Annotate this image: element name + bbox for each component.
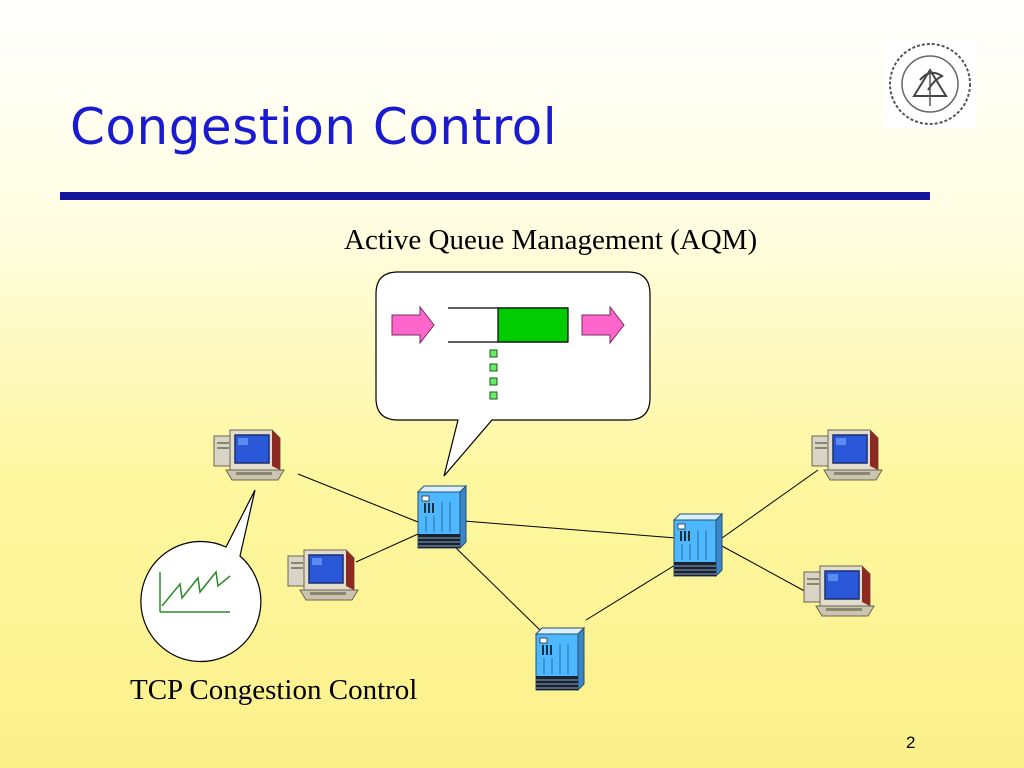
link-router2-pc4 [721,545,811,595]
computer-right-bottom [803,565,875,617]
page-number: 2 [906,733,916,752]
link-pc2-router1 [355,533,419,563]
router-core-left [417,485,467,549]
title-underline [60,192,930,200]
dropped-packet [489,349,498,358]
dropped-packet [489,391,498,400]
slide-title: Congestion Control [70,98,558,156]
link-pc1-router1 [297,473,419,523]
queue-occupied-buffer [497,307,569,343]
link-router3-router2 [585,561,681,621]
link-router2-pc3 [721,469,819,539]
router-core-bottom [535,627,585,691]
tcp-callout-bubble [140,489,262,663]
router-core-right [673,513,723,577]
university-seal-icon [884,40,976,128]
aqm-callout-bubble [375,271,651,477]
incoming-packet-arrow-icon [391,305,435,345]
computer-left-top [213,429,285,481]
outgoing-packet-arrow-icon [581,305,625,345]
aqm-label: Active Queue Management (AQM) [344,224,758,256]
dropped-packet [489,363,498,372]
computer-left-bottom [287,549,359,601]
link-router1-router3 [455,547,541,631]
dropped-packet [489,377,498,386]
tcp-label: TCP Congestion Control [130,674,418,706]
link-router1-router2 [463,520,677,539]
sawtooth-window-icon [159,570,231,613]
computer-right-top [811,429,883,481]
